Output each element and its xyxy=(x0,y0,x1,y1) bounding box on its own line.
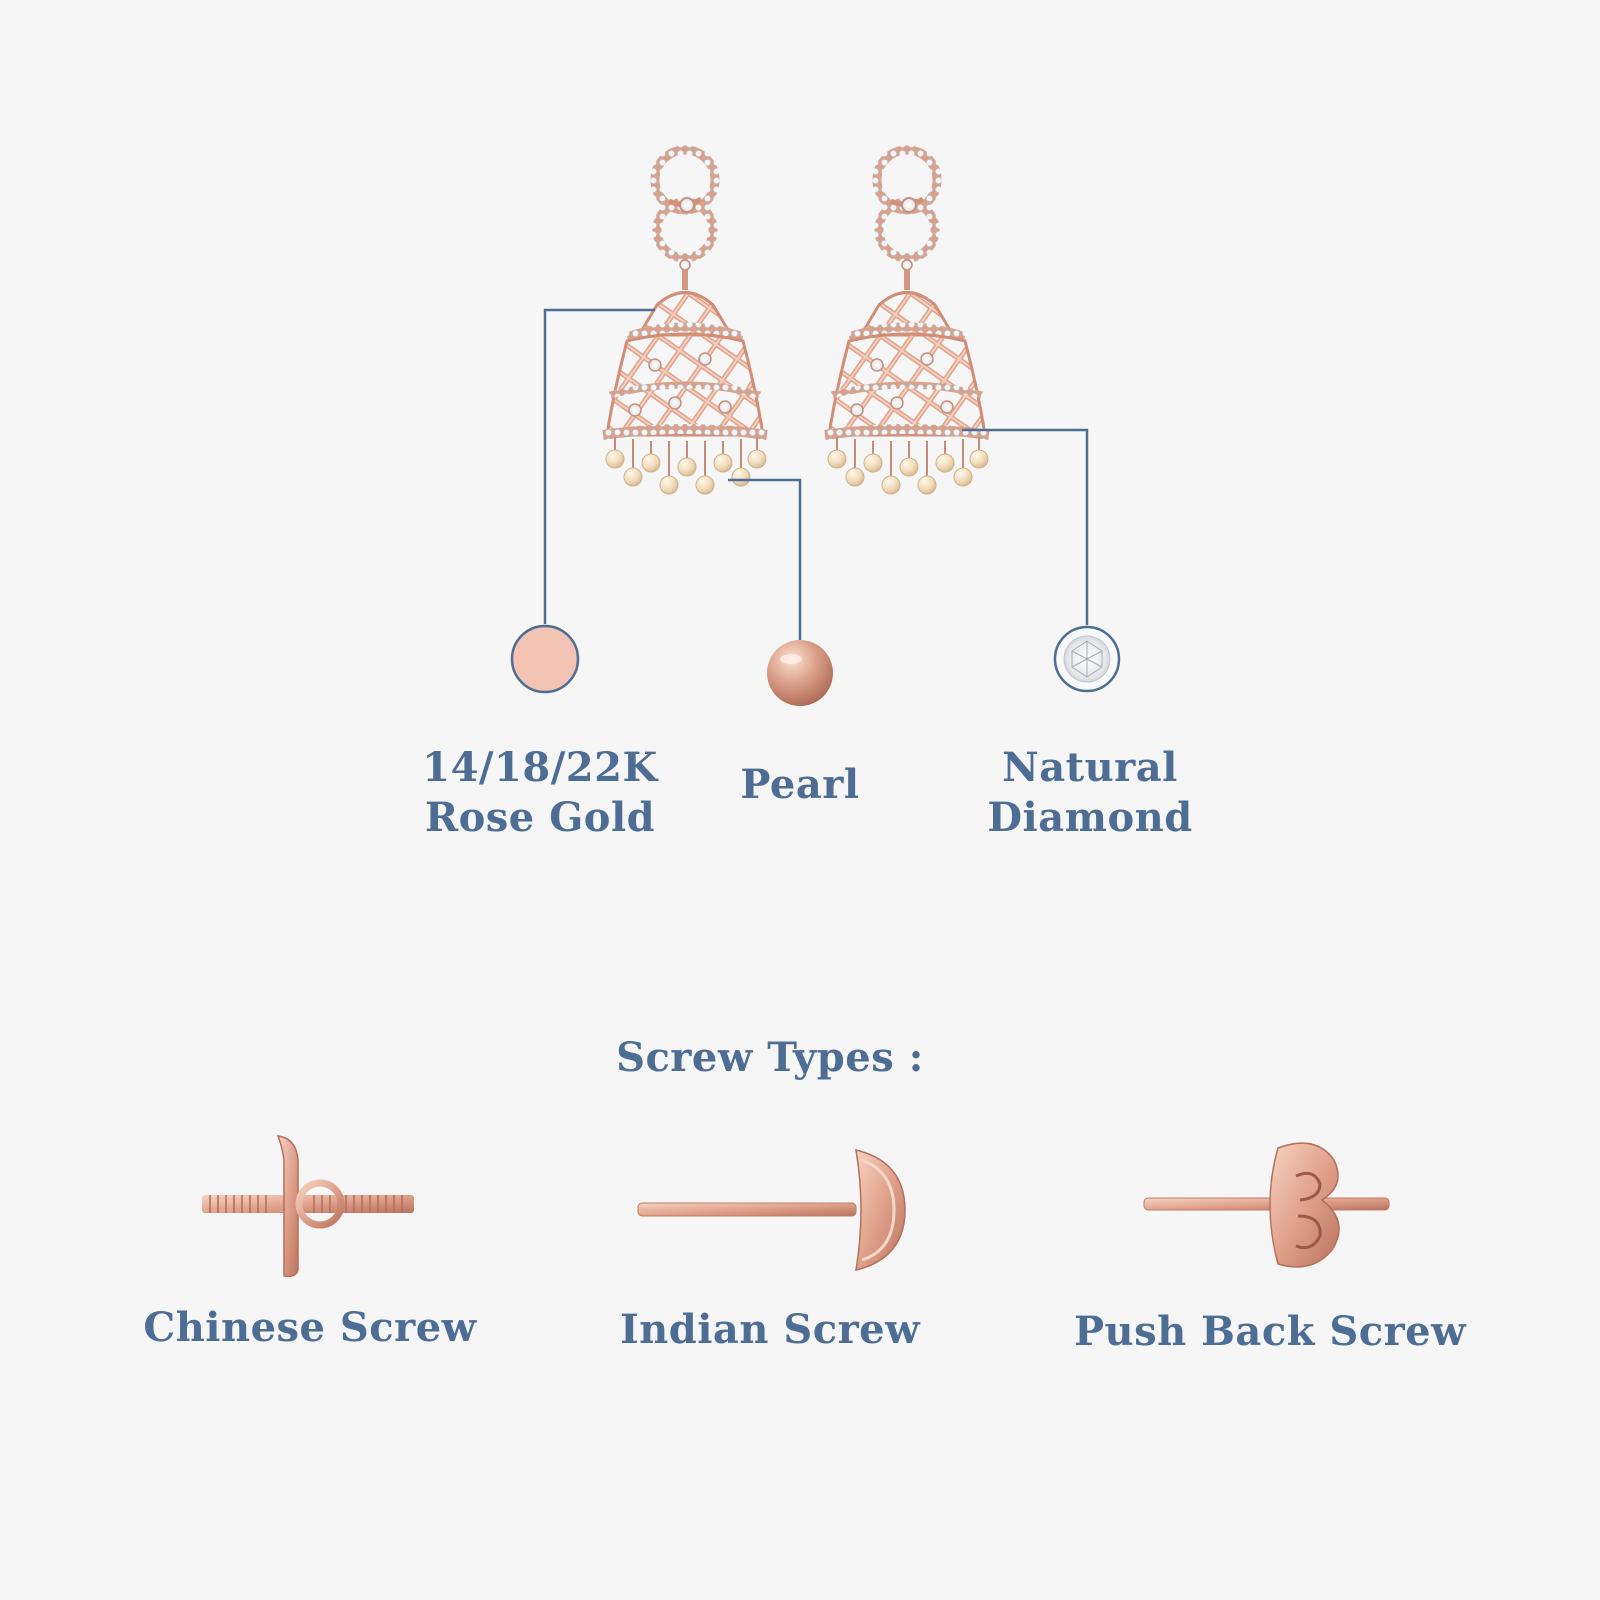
material-label-line: Diamond xyxy=(987,794,1193,841)
indian-screw-icon xyxy=(637,1149,906,1271)
material-label-line: Rose Gold xyxy=(424,794,656,841)
screw-types-heading: Screw Types : xyxy=(616,1034,924,1081)
pearl-icon xyxy=(767,640,833,706)
diamond-leader-line xyxy=(962,428,1089,625)
chinese-screw-label: Chinese Screw xyxy=(143,1304,477,1351)
material-label-pearl: Pearl xyxy=(700,760,900,810)
material-label-diamond: Natural Diamond xyxy=(940,743,1240,843)
material-label-line: Pearl xyxy=(740,761,860,808)
push-back-screw-icon xyxy=(1143,1142,1390,1268)
chinese-screw-icon xyxy=(202,1135,414,1278)
pearl-leader-line xyxy=(728,478,802,640)
earring-left-image xyxy=(603,150,767,494)
earring-right-image xyxy=(825,150,989,494)
material-label-rose-gold: 14/18/22K Rose Gold xyxy=(400,743,680,843)
material-label-line: 14/18/22K xyxy=(422,744,658,791)
material-label-line: Natural xyxy=(1002,744,1178,791)
rose-gold-swatch-icon xyxy=(510,624,580,694)
indian-screw-label: Indian Screw xyxy=(619,1306,921,1353)
diamond-icon xyxy=(1053,625,1121,693)
push-back-screw-label: Push Back Screw xyxy=(1073,1308,1467,1355)
rose-gold-leader-line xyxy=(543,308,655,624)
